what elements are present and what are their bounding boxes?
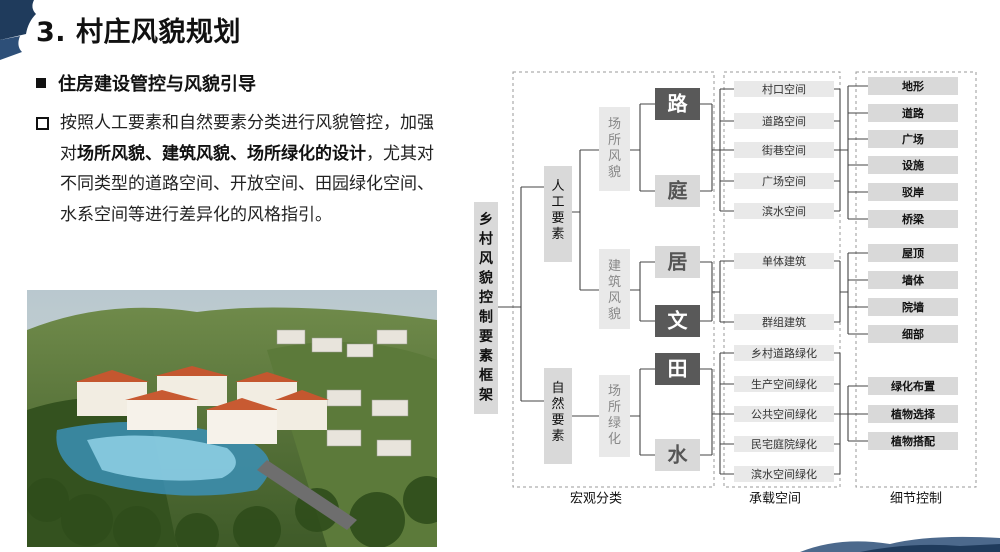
detail-box (868, 104, 958, 122)
description-paragraph: 按照人工要素和自然要素分类进行风貌管控，加强对场所风貌、建筑风貌、场所绿化的设计… (36, 108, 436, 230)
carrier-box (734, 253, 834, 269)
detail-label: 植物选择 (890, 407, 936, 421)
description-text-2: ，尤其对不同类型的道路空间、开放空间、田园绿化空间、水系空间等进行差异化的风格指… (60, 143, 434, 225)
carrier-box (734, 113, 834, 129)
level1-label-artificial: 人工要素 (551, 179, 564, 242)
detail-box (868, 183, 958, 201)
detail-label: 细部 (902, 327, 924, 341)
carrier-box (734, 203, 834, 219)
corner-decoration (800, 536, 1000, 552)
detail-label: 道路 (902, 106, 925, 120)
char-label: 文 (668, 309, 689, 333)
carrier-box (734, 81, 834, 97)
detail-label: 桥梁 (902, 212, 925, 226)
section-heading-text: 住房建设管控与风貌引导 (58, 74, 256, 95)
carrier-box (734, 345, 834, 361)
char-box (655, 353, 700, 385)
carrier-box (734, 314, 834, 330)
carrier-box (734, 436, 834, 452)
detail-box (868, 210, 958, 228)
level1-box-artificial (544, 166, 572, 262)
column-footer-label: 细节控制 (890, 492, 942, 507)
level2-label-building: 建筑风貌 (608, 259, 621, 322)
level2-box-building (599, 249, 630, 329)
carrier-box (734, 173, 834, 189)
carrier-label: 单体建筑 (762, 254, 806, 268)
carrier-label: 道路空间 (762, 114, 806, 128)
root-label: 乡村风貌控制要素框架 (478, 212, 493, 404)
char-label: 路 (668, 92, 689, 116)
carrier-space-boxes: 村口空间道路空间街巷空间广场空间滨水空间单体建筑群组建筑乡村道路绿化生产空间绿化… (734, 81, 834, 482)
detail-box (868, 325, 958, 343)
control-elements-diagram: 乡村风貌控制要素框架 人工要素 自然要素 场所风貌 建筑风貌 场所绿化 路庭居文… (474, 71, 977, 507)
page-title: 3. 村庄风貌规划 (36, 17, 241, 48)
char-box (655, 175, 700, 207)
corner-decoration (0, 0, 36, 60)
detail-label: 地形 (902, 79, 924, 93)
description-text-1: 按照人工要素和自然要素分类进行风貌管控，加强对 (60, 113, 434, 164)
char-label: 庭 (668, 179, 688, 203)
level2-box-greening (599, 375, 630, 457)
column-footer-label: 承载空间 (749, 492, 801, 507)
detail-box (868, 130, 958, 148)
column-frames (512, 71, 977, 488)
carrier-label: 街巷空间 (762, 143, 806, 157)
section-heading: 住房建设管控与风貌引导 (36, 70, 256, 96)
carrier-box (734, 376, 834, 392)
detail-label: 植物搭配 (890, 434, 935, 448)
connector-lines (498, 85, 868, 475)
char-box (655, 439, 700, 471)
detail-box (868, 432, 958, 450)
detail-label: 绿化布置 (891, 379, 935, 393)
char-label: 居 (668, 250, 688, 274)
char-label: 水 (668, 443, 689, 467)
detail-label: 设施 (902, 158, 924, 172)
carrier-label: 广场空间 (762, 174, 806, 188)
carrier-label: 滨水空间绿化 (751, 467, 817, 481)
carrier-label: 公共空间绿化 (751, 407, 817, 421)
char-box (655, 305, 700, 337)
detail-box (868, 377, 958, 395)
level1-label-natural: 自然要素 (551, 381, 564, 444)
column-footers: 宏观分类 承载空间 细节控制 (570, 492, 942, 507)
bullet-square-icon (36, 78, 46, 88)
carrier-label: 生产空间绿化 (751, 377, 817, 391)
detail-label: 广场 (902, 132, 924, 146)
detail-box (868, 298, 958, 316)
detail-box (868, 156, 958, 174)
level2-box-place (599, 107, 630, 191)
char-box (655, 246, 700, 278)
carrier-label: 群组建筑 (762, 315, 806, 329)
hollow-square-bullet-icon (36, 117, 49, 130)
detail-box (868, 244, 958, 262)
char-label: 田 (668, 357, 688, 381)
column-footer-label: 宏观分类 (570, 492, 622, 507)
carrier-box (734, 142, 834, 158)
carrier-label: 滨水空间 (762, 204, 806, 218)
detail-label: 屋顶 (902, 247, 924, 260)
carrier-label: 乡村道路绿化 (751, 346, 817, 360)
detail-box (868, 77, 958, 95)
detail-box (868, 271, 958, 289)
carrier-box (734, 466, 834, 482)
description-bold: 场所风貌、建筑风貌、场所绿化的设计 (77, 143, 366, 164)
carrier-label: 民宅庭院绿化 (751, 437, 817, 451)
level1-box-natural (544, 368, 572, 464)
village-rendering-image (27, 290, 437, 547)
carrier-label: 村口空间 (762, 82, 806, 96)
detail-box (868, 405, 958, 423)
level2-label-place: 场所风貌 (608, 117, 621, 180)
detail-label: 院墙 (902, 300, 924, 314)
detail-label: 墙体 (902, 273, 925, 287)
char-box (655, 88, 700, 120)
level2-label-greening: 场所绿化 (608, 384, 621, 447)
detail-label: 驳岸 (902, 185, 924, 199)
carrier-box (734, 406, 834, 422)
root-box (474, 202, 498, 414)
